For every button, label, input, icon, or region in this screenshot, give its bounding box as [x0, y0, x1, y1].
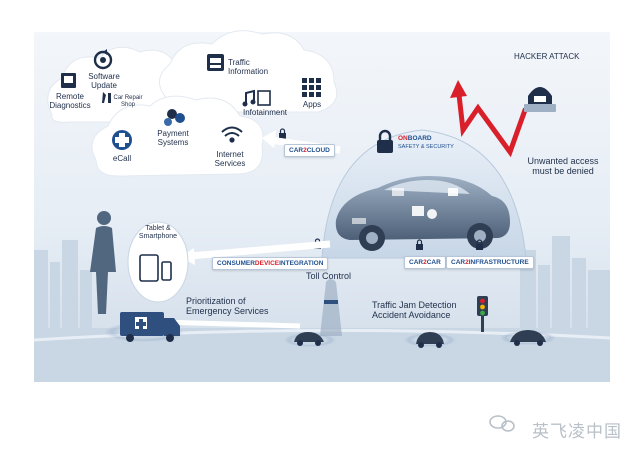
apps-label: Apps — [302, 100, 322, 109]
traffic-information-icon — [207, 54, 224, 71]
payment-systems-icon — [164, 109, 185, 126]
car2infrastructure-lock-icon — [476, 239, 483, 250]
car2cloud-tag: CAR2CLOUD — [284, 144, 335, 157]
watermark-logo-icon — [489, 415, 515, 432]
toll-control-label: Toll Control — [306, 271, 352, 281]
car-road-2 — [404, 332, 456, 348]
toll-gate-icon — [320, 279, 342, 336]
unwanted-access-label: Unwanted access must be denied — [527, 156, 599, 176]
hacker-attack-arrowhead — [450, 80, 467, 98]
software-update-label: Software Update — [88, 72, 120, 90]
payment-systems-label: Payment Systems — [157, 129, 189, 147]
skyline-right — [520, 236, 610, 330]
consumer-device-tag: CONSUMERDEVICEINTEGRATION — [212, 257, 329, 270]
car2cloud-lock-icon — [279, 128, 286, 139]
apps-icon — [302, 78, 321, 97]
hacker-icon — [524, 87, 556, 112]
connected-car — [335, 176, 510, 251]
cloud-bottom — [91, 95, 264, 177]
car2car-lock-icon — [416, 239, 423, 250]
internet-services-icon — [221, 126, 243, 143]
cloud-right — [159, 30, 338, 113]
internet-services-label: Internet Services — [214, 150, 246, 168]
emergency-label: Prioritization of Emergency Services — [186, 296, 269, 316]
hacker-attack-label: HACKER ATTACK — [514, 52, 580, 61]
car-repair-shop-label: Car Repair Shop — [113, 95, 143, 108]
watermark-text: 英飞凌中国 — [532, 422, 622, 442]
car2infrastructure-tag: CAR2INFRASTRUCTURE — [446, 256, 534, 269]
software-update-icon — [93, 49, 113, 70]
ecall-icon — [112, 130, 132, 150]
onboard-sub-label: SAFETY & SECURITY — [398, 144, 454, 150]
emergency-arrow — [159, 319, 301, 329]
infotainment-label: Infotainment — [242, 108, 288, 117]
car2car-tag: CAR2CAR — [404, 256, 446, 269]
ambulance-icon — [104, 312, 184, 342]
smartphone-icon — [161, 261, 172, 281]
traffic-information-label: Traffic Information — [228, 58, 269, 76]
car-road-1 — [284, 332, 336, 347]
onboard-label: ONBOARD — [398, 135, 432, 142]
infotainment-icon — [242, 89, 271, 107]
onboard-lock-icon — [377, 129, 393, 153]
tablet-icon — [139, 254, 159, 282]
traffic-jam-label: Traffic Jam Detection Accident Avoidance — [372, 300, 457, 320]
car-road-3 — [500, 330, 556, 346]
tablet-smartphone-label: Tablet & Smartphone — [138, 225, 178, 240]
car2cloud-arrowhead — [262, 130, 276, 148]
car-repair-shop-icon — [102, 92, 111, 103]
skyline-left — [34, 240, 92, 330]
remote-diagnostics-label: Remote Diagnostics — [49, 92, 91, 110]
consumer-arrow — [189, 240, 331, 260]
person-figure — [90, 211, 116, 314]
remote-diagnostics-icon — [61, 73, 76, 88]
traffic-light-icon — [477, 296, 488, 332]
ecall-label: eCall — [112, 154, 132, 163]
